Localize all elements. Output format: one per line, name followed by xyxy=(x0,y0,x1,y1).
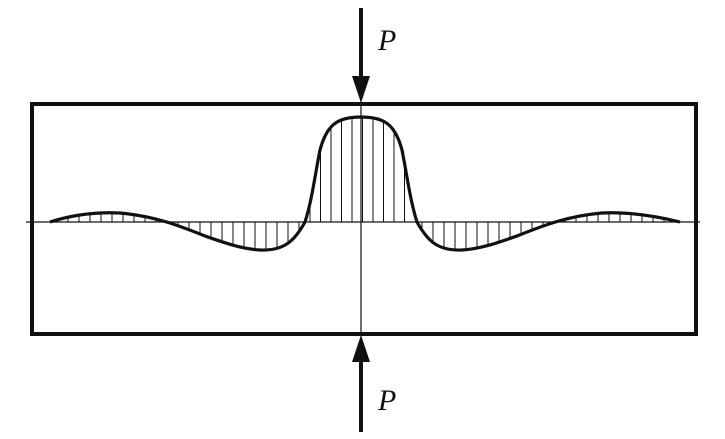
stress-curve xyxy=(49,115,681,252)
bottom-force-arrow xyxy=(352,335,370,432)
top-force-arrow xyxy=(352,8,370,103)
specimen-box xyxy=(30,102,698,336)
bottom-force-label: P xyxy=(377,384,396,417)
top-force-label: P xyxy=(377,24,396,57)
stress-hatching xyxy=(67,117,665,251)
